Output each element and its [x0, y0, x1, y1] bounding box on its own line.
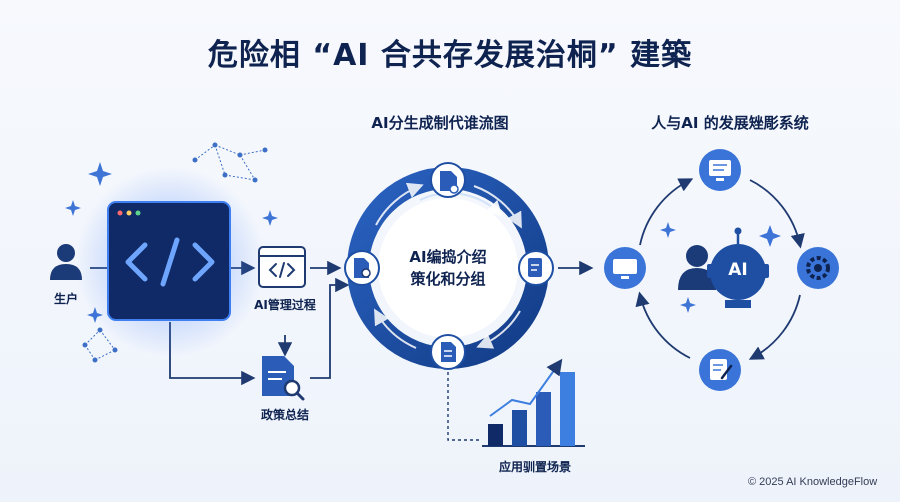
network-icon	[192, 142, 268, 183]
right-section-title: 人与AI 的发展矬彫系统	[651, 114, 809, 132]
connector	[447, 372, 482, 441]
robot-head-icon	[707, 227, 769, 308]
document-add-icon	[430, 162, 466, 198]
person-icon	[678, 245, 716, 290]
edit-note-icon	[699, 349, 741, 391]
robot-badge: AI	[728, 260, 748, 280]
connector	[310, 277, 350, 379]
center-section-title: AI分生成制代谁流图	[371, 114, 509, 132]
gear-icon	[797, 247, 839, 289]
system-cycle	[635, 178, 805, 360]
code-icon	[258, 246, 306, 288]
network-icon	[82, 327, 118, 363]
page-title: 危险相 “AI 合共存发展治桐” 建築	[207, 38, 693, 73]
chart-label: 应用驯置场景	[498, 460, 571, 474]
doc-step-label: 政策总结	[260, 408, 309, 422]
user-label: 生户	[53, 292, 78, 306]
ring-arrow	[374, 182, 522, 349]
code-step-label: AI管理过程	[254, 298, 316, 312]
footer-copyright: © 2025 AI KnowledgeFlow	[748, 476, 878, 488]
document-search-icon	[262, 356, 305, 401]
hub-text-line2: 策化和分组	[410, 270, 486, 288]
person-icon	[50, 244, 82, 280]
bar-chart-icon	[482, 358, 585, 447]
code-window-icon	[107, 201, 231, 321]
hub-text-line1: AI编捣介绍	[409, 248, 487, 266]
checklist-icon	[699, 149, 741, 191]
clipboard-edit-icon	[518, 250, 554, 286]
document-icon	[430, 334, 466, 370]
document-search-icon	[344, 250, 380, 286]
monitor-icon	[604, 247, 646, 289]
